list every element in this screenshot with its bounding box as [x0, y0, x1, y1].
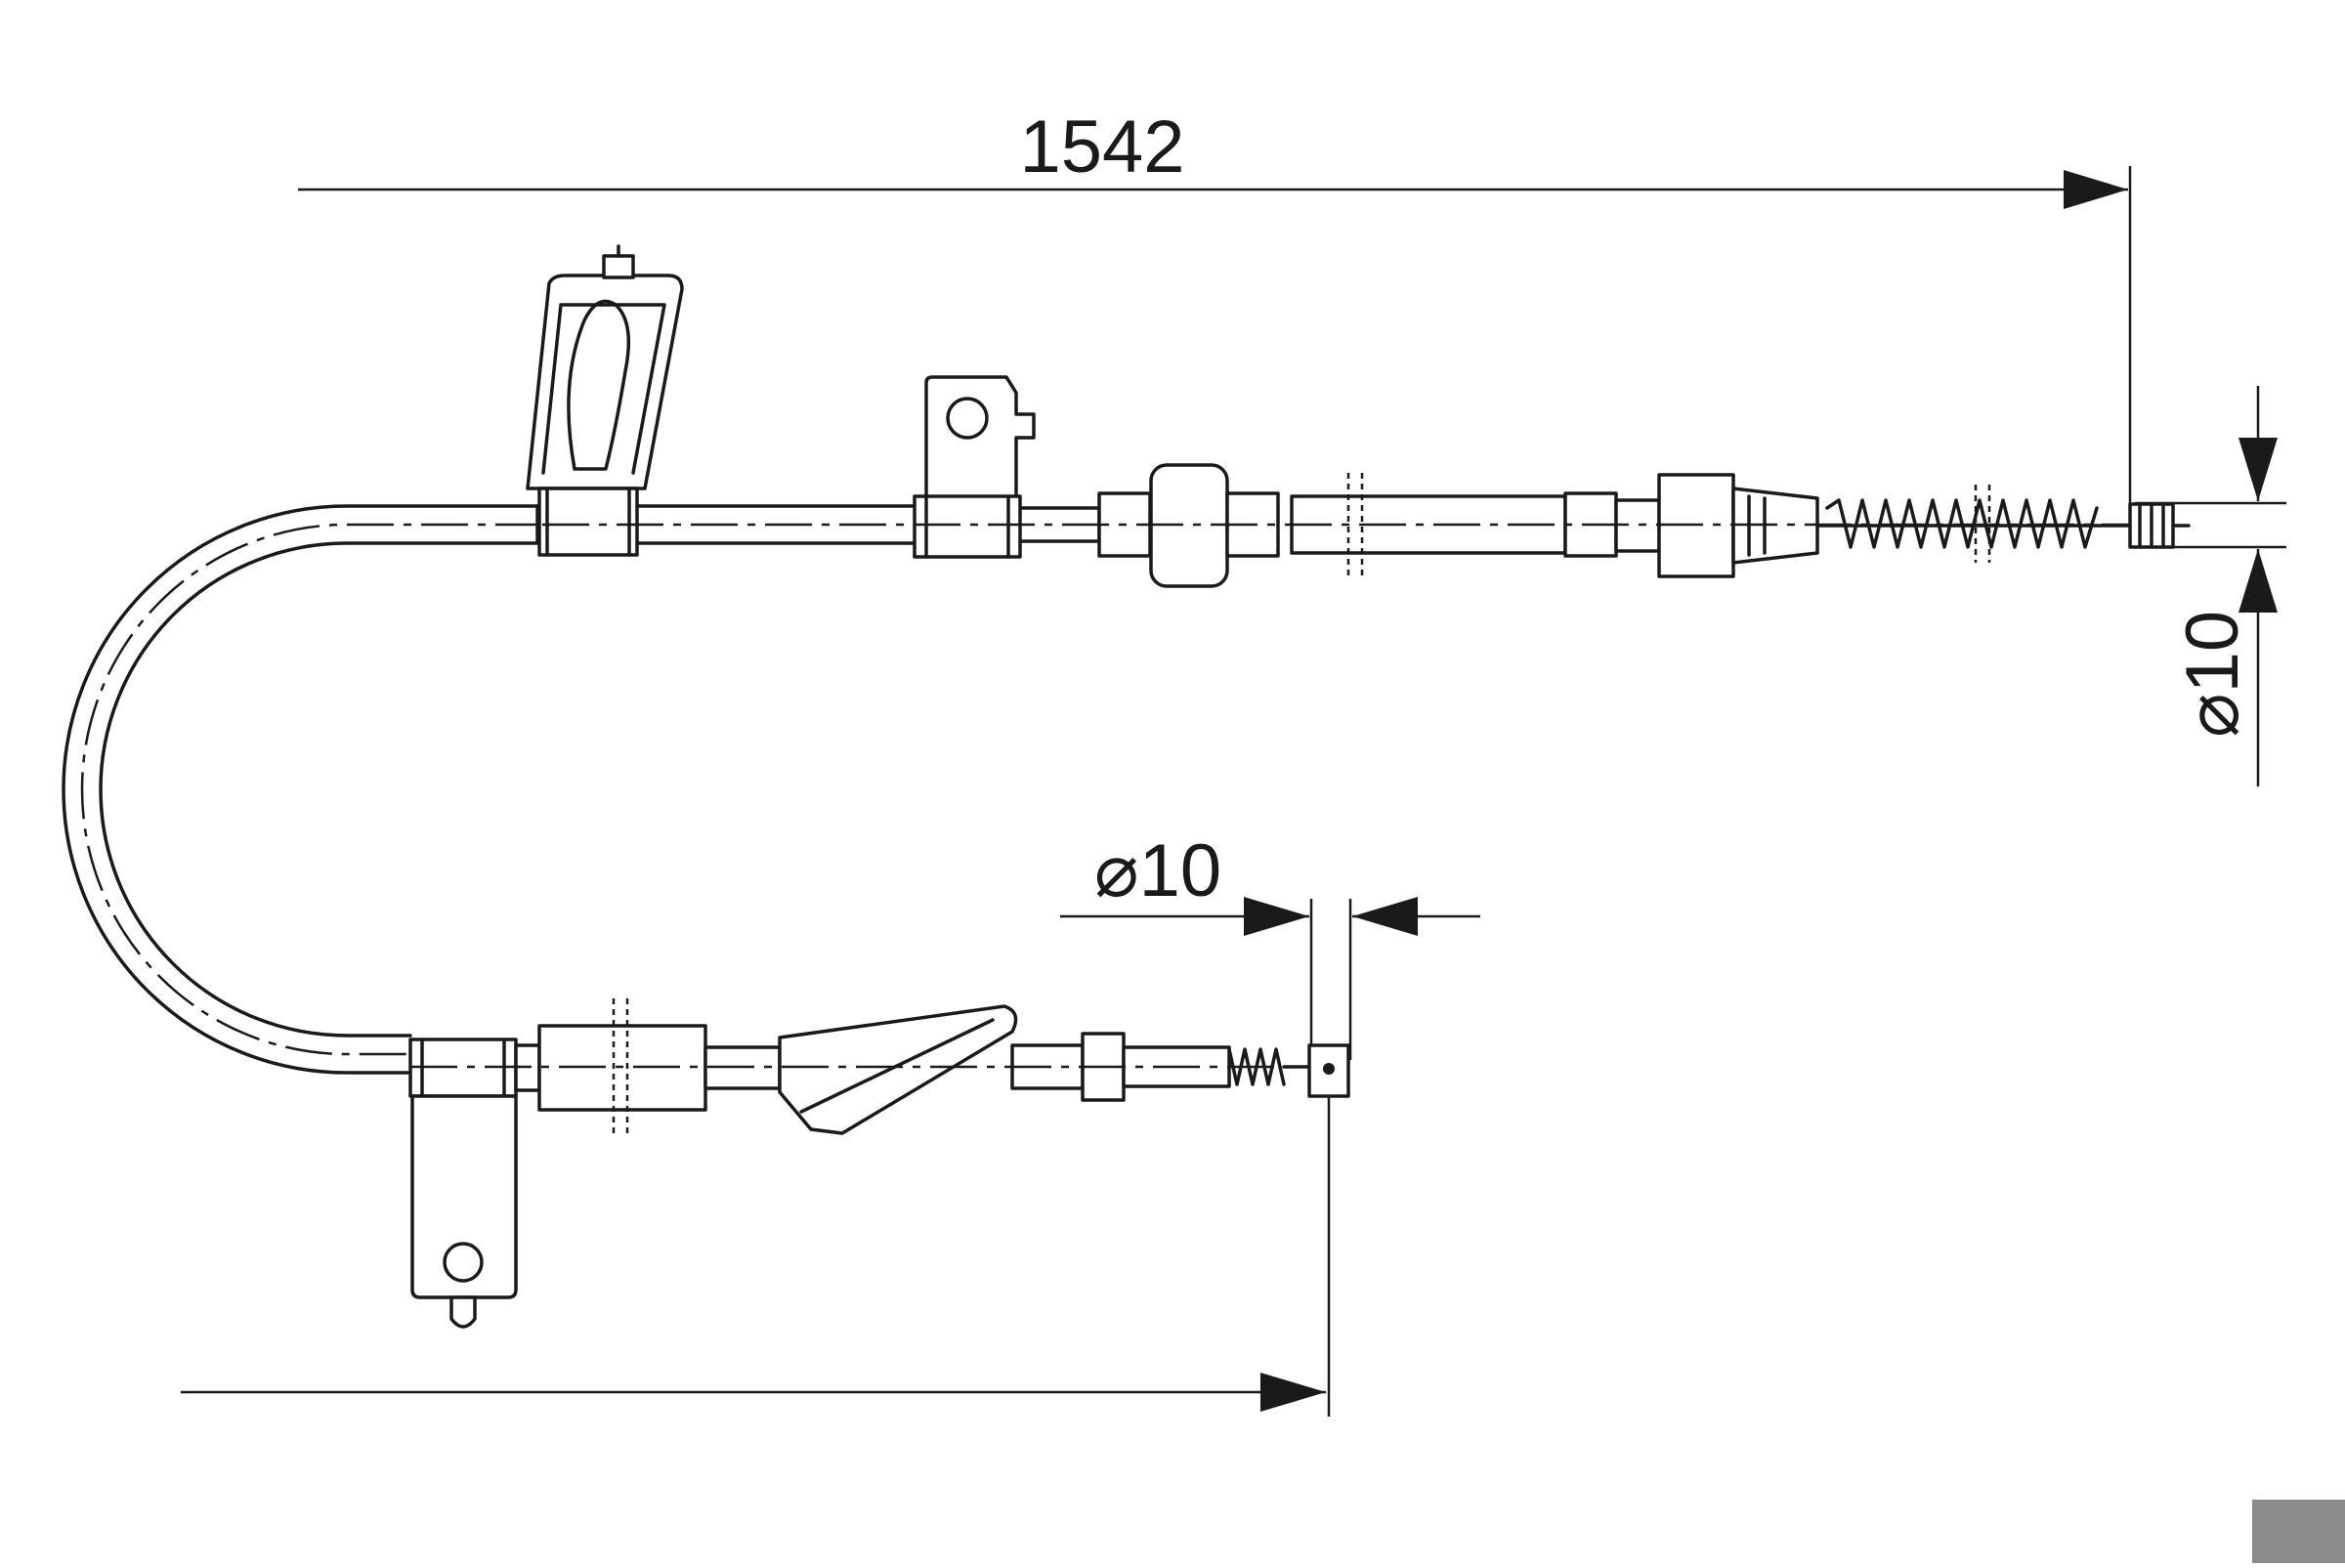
- lower-cable-run: [408, 998, 1350, 1329]
- bottom-diameter-dimension: ⌀10: [1060, 829, 1480, 1060]
- length-label: 1542: [1019, 106, 1184, 189]
- upper-ferrule: [1290, 473, 1618, 576]
- clip-tab: [602, 254, 635, 279]
- corner-mark: [2252, 1500, 2345, 1563]
- clip-slot: [567, 299, 631, 471]
- bottom-diameter-arrow-right: [1352, 897, 1418, 936]
- bottom-diameter-arrow-left: [1244, 897, 1309, 936]
- right-diameter-arrow-bottom: [2238, 549, 2278, 613]
- length-dimension: 1542: [298, 106, 2132, 542]
- sheath-outer-edge: [62, 504, 544, 1075]
- bracket-plate: [924, 375, 1036, 500]
- clip-collar: [537, 487, 639, 557]
- right-diameter-dimension: ⌀10: [2135, 386, 2286, 786]
- sheath-inner-edge: [99, 541, 544, 1038]
- bottom-arrow-head: [1260, 1373, 1326, 1412]
- lower-bracket-pin: [449, 1295, 477, 1329]
- clip-body: [526, 274, 684, 490]
- bracket-hole: [946, 397, 989, 440]
- lower-bracket-plate: [410, 1094, 518, 1299]
- bottom-diameter-label: ⌀10: [1094, 829, 1221, 912]
- length-arrow-head: [2064, 170, 2128, 209]
- right-diameter-arrow-top: [2238, 438, 2278, 501]
- bracket-collar: [913, 494, 1022, 559]
- upper-bracket: [913, 375, 1036, 559]
- cable-nipple-lower-dot: [1323, 1063, 1335, 1075]
- cable-sheath: [62, 504, 544, 1075]
- lower-bracket-hole: [443, 1242, 484, 1283]
- right-diameter-label: ⌀10: [2171, 611, 2254, 738]
- bottom-dimension: [181, 1060, 1331, 1417]
- sheath-centerline: [80, 523, 542, 1056]
- upper-clip: [526, 244, 684, 557]
